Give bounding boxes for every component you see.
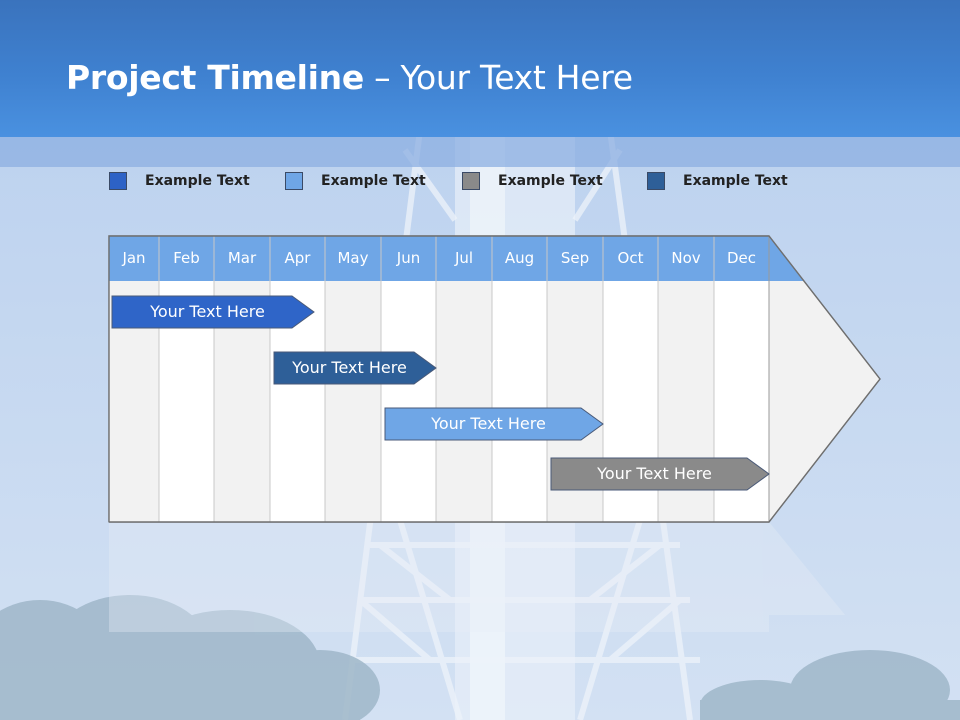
timeline-outline	[108, 235, 881, 523]
task-bar-1	[111, 295, 315, 329]
task-label-4: Your Text Here	[597, 464, 712, 483]
legend-swatch	[647, 172, 665, 190]
month-label-oct: Oct	[617, 249, 644, 267]
slide-title: Project Timeline – Your Text Here	[66, 58, 633, 97]
month-label-mar: Mar	[227, 249, 257, 267]
task-label-3: Your Text Here	[431, 414, 546, 433]
task-label-2: Your Text Here	[292, 358, 407, 377]
month-label-aug: Aug	[504, 249, 535, 267]
legend-label: Example Text	[683, 173, 788, 189]
title-sub-band	[0, 137, 960, 167]
legend-item-4: Example Text	[647, 170, 788, 192]
task-bar-2	[273, 351, 437, 385]
month-label-jul: Jul	[454, 249, 474, 267]
month-label-sep: Sep	[560, 249, 590, 267]
title-rest: – Your Text Here	[363, 58, 633, 97]
legend-item-1: Example Text	[109, 170, 250, 192]
month-label-dec: Dec	[726, 249, 757, 267]
legend-label: Example Text	[498, 173, 603, 189]
month-label-nov: Nov	[671, 249, 701, 267]
month-label-feb: Feb	[173, 249, 200, 267]
legend-swatch	[462, 172, 480, 190]
title-band	[0, 0, 960, 137]
task-bar-3	[384, 407, 604, 441]
legend-swatch	[109, 172, 127, 190]
month-label-jun: Jun	[396, 249, 421, 267]
month-column	[381, 281, 436, 522]
month-label-may: May	[337, 249, 369, 267]
month-label-jan: Jan	[122, 249, 146, 267]
legend-label: Example Text	[145, 173, 250, 189]
legend-item-3: Example Text	[462, 170, 603, 192]
title-bold: Project Timeline	[66, 58, 364, 97]
month-column	[492, 281, 547, 522]
legend-swatch	[285, 172, 303, 190]
month-header-row	[109, 236, 804, 281]
month-column	[325, 281, 381, 522]
task-label-1: Your Text Here	[150, 302, 265, 321]
month-label-apr: Apr	[284, 249, 311, 267]
legend-label: Example Text	[321, 173, 426, 189]
task-bar-4	[550, 457, 770, 491]
month-column	[436, 281, 492, 522]
legend-item-2: Example Text	[285, 170, 426, 192]
